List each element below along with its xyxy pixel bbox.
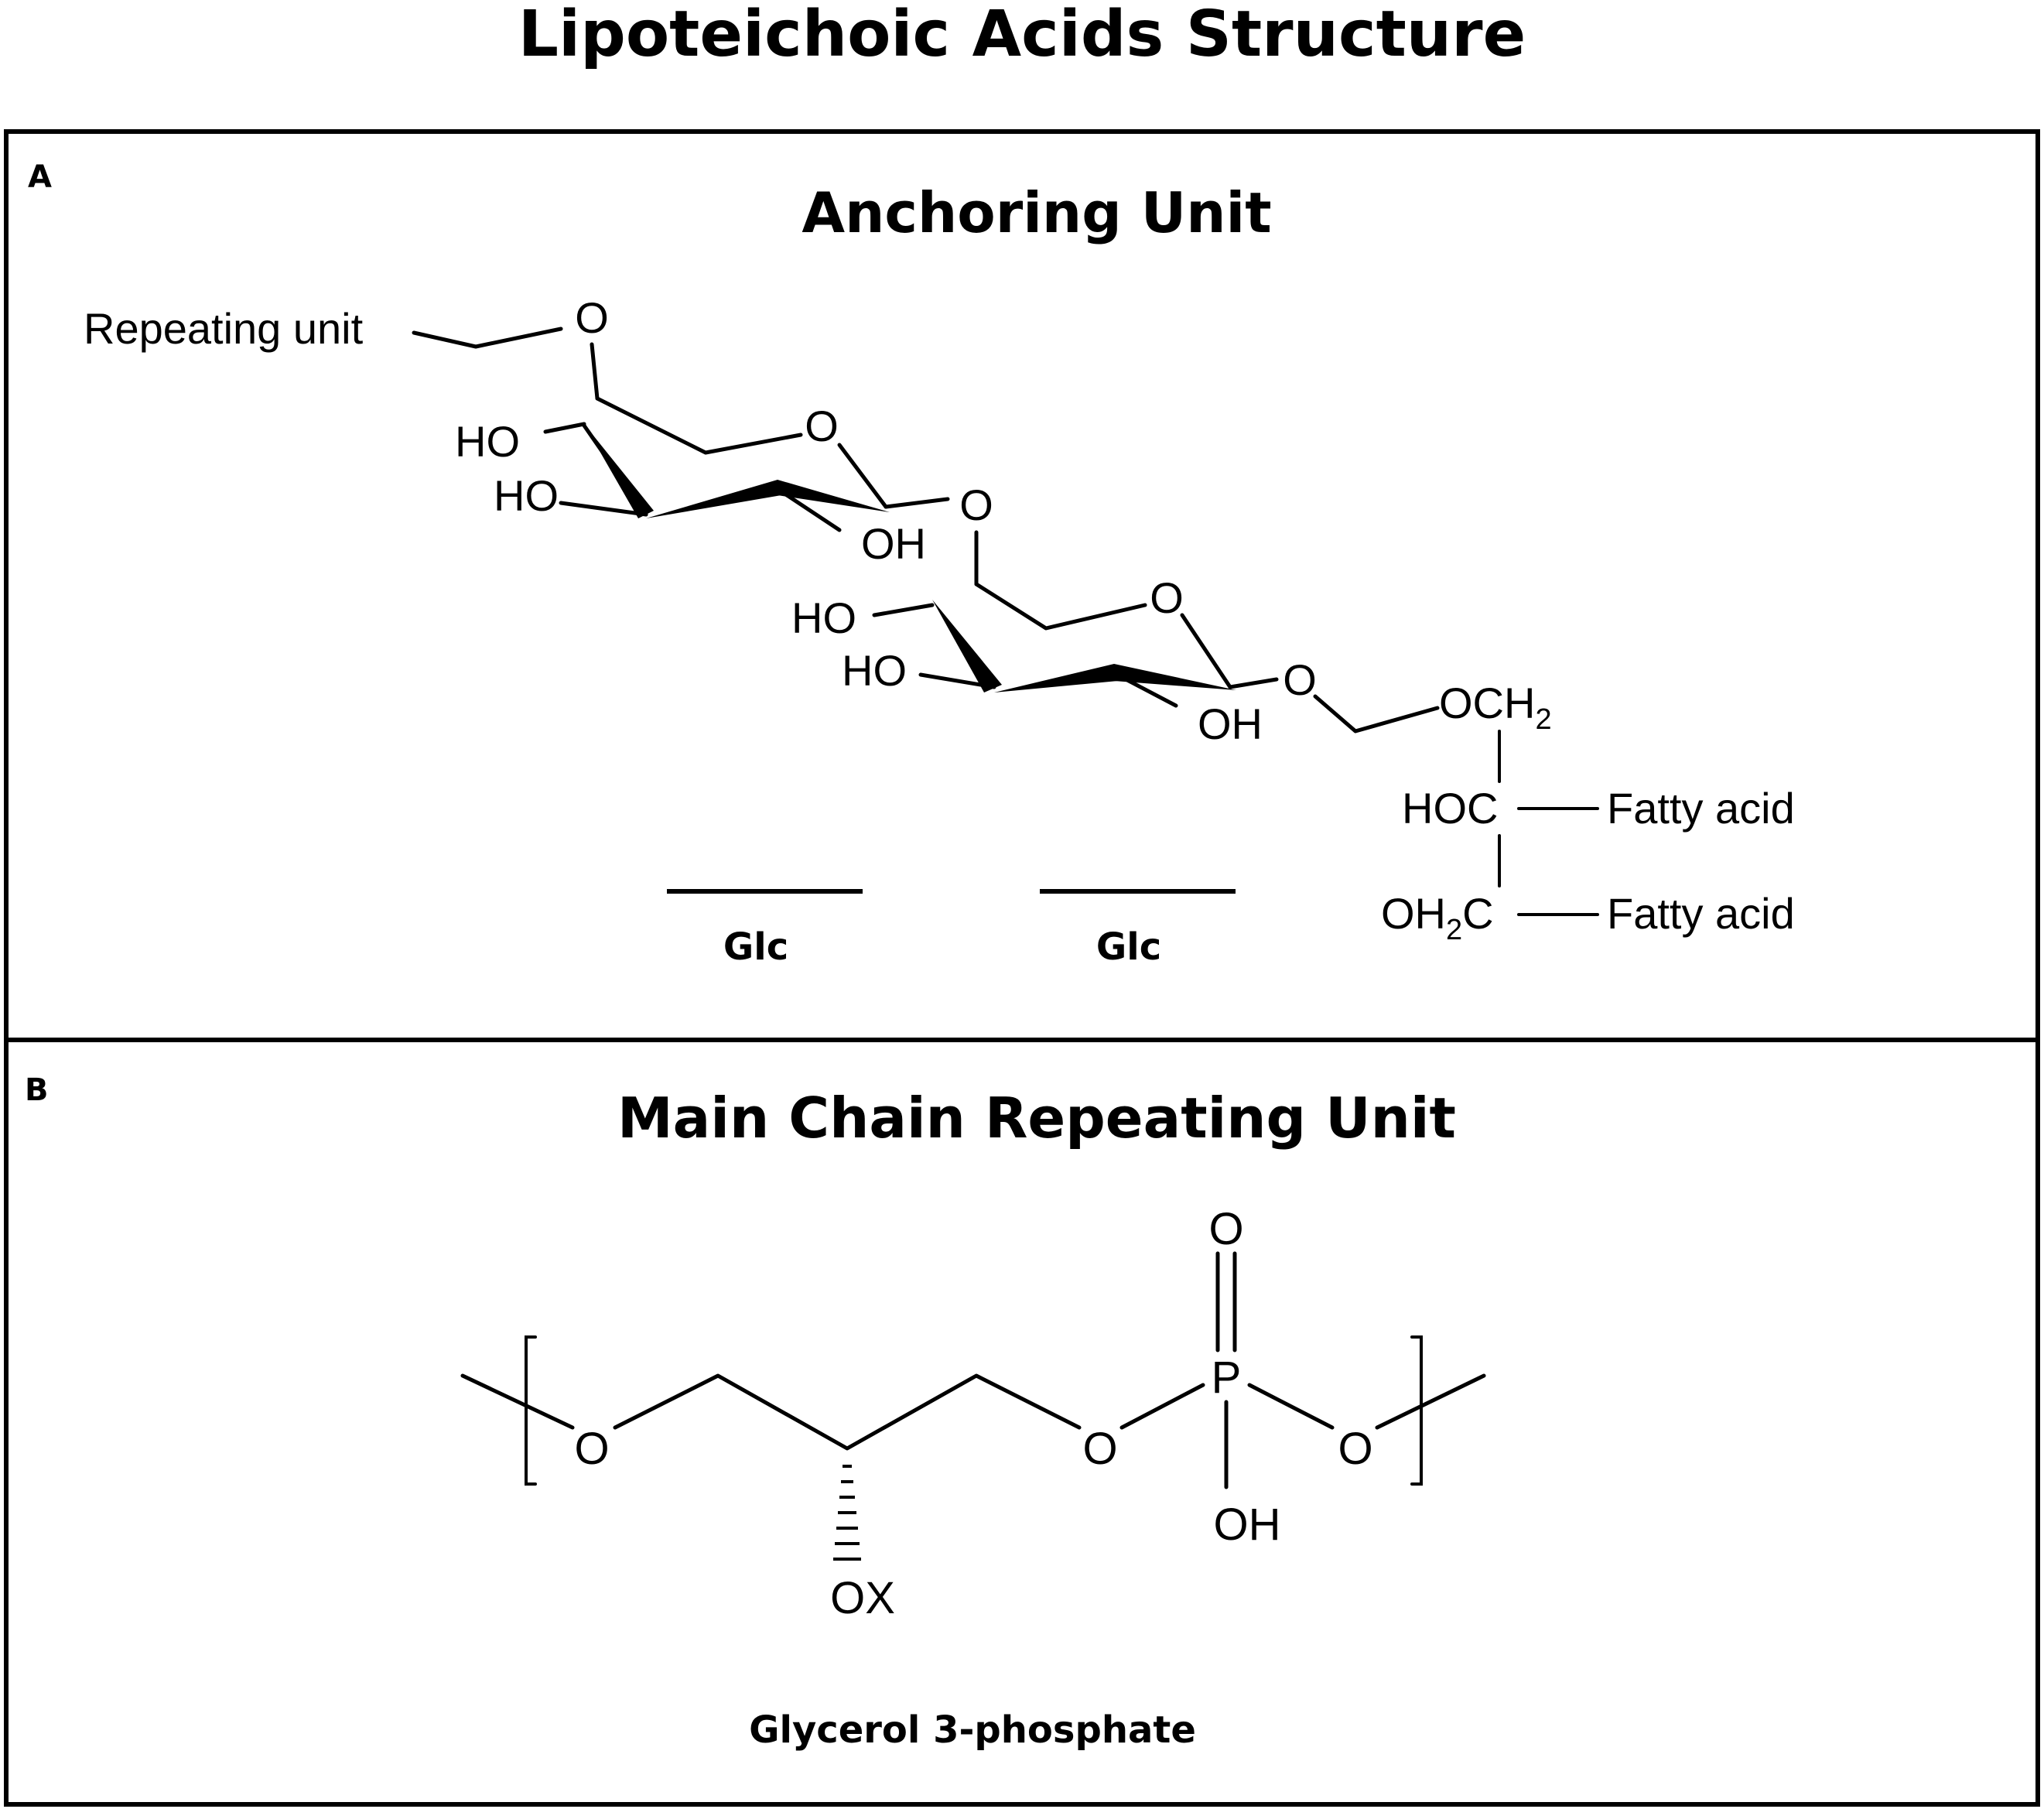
ring1-wedge-left: [584, 424, 654, 518]
ring1-oxygen: O: [805, 402, 839, 450]
och2-main: OCH: [1439, 679, 1535, 727]
ring1-wedge-front: [646, 480, 781, 518]
chain-backbone-bonds: [613, 1373, 1082, 1451]
panel-b-caption: Glycerol 3-phosphate: [749, 1708, 1196, 1752]
glycerol-o-link-bond: [1313, 694, 1440, 734]
chain-bond-end-left: [460, 1373, 575, 1430]
panel-a: A Anchoring Unit Repeating unit O O HO H…: [28, 159, 1795, 969]
ring2-oxygen: O: [1150, 573, 1184, 622]
ring1-ho-1: HO: [455, 417, 520, 466]
bond-o-c6: [590, 342, 600, 401]
ring2-wedge-right: [1114, 664, 1236, 690]
ring1-ho-2: HO: [494, 471, 559, 520]
atom-link-o: O: [959, 480, 993, 529]
oh2c-part-b: C: [1462, 889, 1493, 938]
fatty-acid-label-1: Fatty acid: [1607, 784, 1795, 833]
ring1-ho-bond-1: [543, 422, 586, 434]
ring1-oh: OH: [861, 519, 926, 568]
ring2-back-bonds: [974, 582, 1147, 631]
glc-label-1: Glc: [723, 925, 788, 969]
left-bracket: [525, 1335, 537, 1486]
atom-o-mid: O: [1082, 1424, 1117, 1474]
diacylglycerol: O OCH2 HOC Fatty acid OH2C Fatty acid: [1283, 655, 1795, 946]
atom-phosphorus: P: [1212, 1352, 1242, 1403]
hashed-bond-ox: [833, 1465, 861, 1561]
ring2-ho-1: HO: [791, 593, 856, 642]
ring2-oh: OH: [1198, 699, 1263, 748]
ring1-o-c1-bond: [837, 443, 888, 509]
oh2c-part-a: OH: [1381, 889, 1446, 938]
ring1-wedge-right: [778, 480, 890, 512]
panel-b: B Main Chain Repeating Unit O O O P O OH: [25, 1072, 1486, 1752]
ring2-glycosidic-bond: [1228, 677, 1279, 689]
atom-o-top: O: [575, 293, 609, 342]
panel-b-frame: [4, 1038, 2040, 1807]
panel-b-letter: B: [25, 1072, 49, 1108]
right-bracket: [1410, 1335, 1423, 1486]
oh2c-subscript: 2: [1446, 914, 1462, 946]
fatty-acid-label-2: Fatty acid: [1607, 889, 1795, 938]
repeating-unit-bond: [412, 327, 563, 349]
glc-label-2: Glc: [1096, 925, 1161, 969]
glucose-ring-1: O HO HO OH: [455, 396, 950, 568]
atom-glycerol-o: O: [1283, 655, 1317, 704]
atom-ox: OX: [830, 1573, 895, 1623]
atom-o-left: O: [574, 1424, 609, 1474]
ring2-ho-2: HO: [842, 646, 907, 695]
panel-a-letter: A: [28, 159, 52, 195]
ring1-ho-bond-2: [559, 501, 648, 517]
hoc-label: HOC: [1402, 784, 1498, 833]
panel-b-heading: Main Chain Repeating Unit: [617, 1086, 1456, 1151]
phosphoryl-double-bond: [1215, 1251, 1237, 1352]
ring1-glycosidic-bond: [884, 497, 950, 509]
ring1-oh-bond: [775, 487, 842, 532]
och2-label: OCH2: [1439, 679, 1552, 736]
ring1-back-bonds: [595, 396, 803, 455]
panel-a-heading: Anchoring Unit: [802, 180, 1271, 245]
atom-o-right: O: [1338, 1424, 1372, 1474]
chain-bond-end-right: [1375, 1373, 1486, 1430]
atom-o-double: O: [1208, 1204, 1243, 1254]
ring2-ho-bond-1: [872, 603, 935, 617]
ring2-oh-bond: [1112, 671, 1178, 708]
bond-o-p-left: [1119, 1383, 1205, 1430]
och2-subscript: 2: [1535, 703, 1551, 736]
oh2c-label: OH2C: [1381, 889, 1494, 946]
bond-p-o-right: [1247, 1383, 1335, 1430]
ring2-wedge-front: [994, 664, 1118, 692]
ring2-o-c1-bond: [1180, 613, 1232, 689]
figure-title: Lipoteichoic Acids Structure: [518, 0, 1526, 71]
ring2-wedge-left: [932, 600, 1002, 692]
glucose-ring-2: O HO HO OH: [791, 573, 1279, 748]
repeating-unit-label: Repeating unit: [84, 304, 364, 353]
atom-oh: OH: [1214, 1500, 1281, 1550]
